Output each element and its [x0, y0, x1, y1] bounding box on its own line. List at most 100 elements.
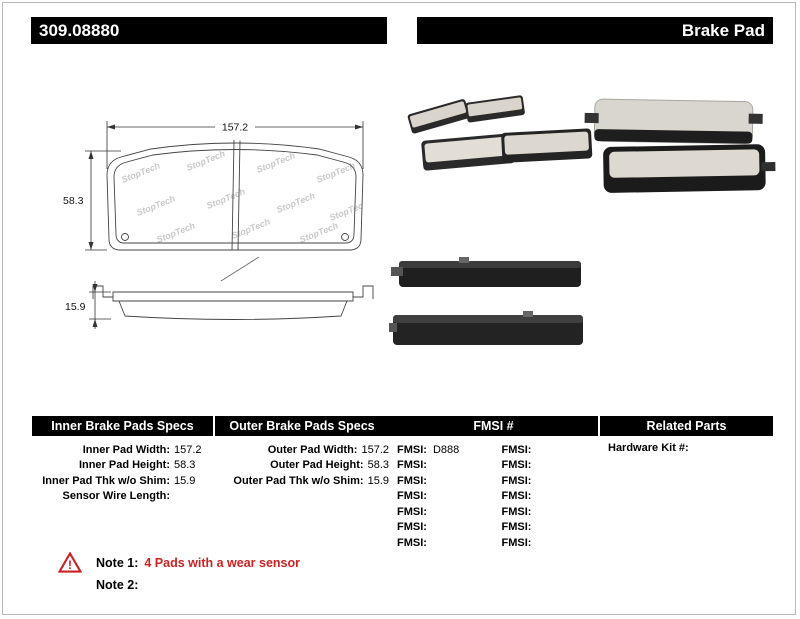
- fmsi-label: FMSI:: [501, 536, 532, 549]
- spec-label: Sensor Wire Length:: [62, 490, 170, 503]
- inner-specs-header: Inner Brake Pads Specs: [32, 416, 213, 436]
- fmsi-label: FMSI:: [501, 459, 532, 472]
- watermark-text: StopTech: [185, 148, 227, 173]
- fmsi-cell: FMSI:: [494, 459, 599, 471]
- fmsi-value: [531, 506, 537, 518]
- note-2-label: Note 2:: [96, 577, 139, 592]
- fmsi-value: [531, 475, 537, 487]
- pad-photo: [603, 144, 776, 193]
- thickness-dimension-label: 15.9: [65, 301, 86, 313]
- spec-row: Outer Pad Height: 58.3: [215, 458, 389, 474]
- watermark-text: StopTech: [315, 160, 357, 185]
- watermark-text: StopTech: [155, 220, 197, 245]
- fmsi-cell: FMSI:: [494, 475, 599, 487]
- fmsi-label: FMSI:: [501, 474, 532, 487]
- warning-icon: !: [58, 552, 82, 573]
- spec-label: Outer Pad Height:: [270, 459, 364, 472]
- spec-value: 157.2: [174, 443, 202, 456]
- spec-value: 58.3: [174, 459, 196, 472]
- pad-side-photo: [389, 311, 583, 345]
- fmsi-label: FMSI:: [501, 505, 532, 518]
- pad-front-view: [106, 139, 364, 282]
- product-type-title: Brake Pad: [417, 17, 773, 44]
- fmsi-header: FMSI #: [389, 416, 598, 436]
- height-dimension: [85, 150, 121, 251]
- fmsi-label: FMSI:: [397, 536, 427, 549]
- fmsi-value: [427, 506, 433, 518]
- fmsi-value: [531, 521, 537, 533]
- thickness-dimension: [89, 281, 111, 329]
- related-parts-header: Related Parts: [600, 416, 773, 436]
- related-value: [689, 442, 693, 454]
- notes-section: ! Note 1: 4 Pads with a wear sensor Note…: [58, 552, 300, 596]
- watermark-text: StopTech: [255, 150, 297, 175]
- fmsi-cell: FMSI:: [494, 490, 599, 502]
- technical-drawing: StopTech StopTech StopTech StopTech Stop…: [63, 121, 374, 329]
- spec-label: Inner Pad Width:: [82, 443, 170, 456]
- fmsi-cell: FMSI:: [494, 537, 599, 549]
- related-parts-column: Related Parts Hardware Kit #:: [600, 416, 773, 454]
- spec-row: Inner Pad Height: 58.3: [32, 458, 213, 474]
- photo-pad-group-stacked: [584, 98, 776, 193]
- fmsi-label: FMSI:: [501, 443, 532, 456]
- spec-label: Outer Pad Thk w/o Shim:: [233, 474, 364, 487]
- fmsi-value: [531, 490, 537, 502]
- svg-text:!: !: [68, 558, 72, 572]
- fmsi-label: FMSI:: [397, 490, 427, 503]
- pad-photo: [465, 95, 525, 123]
- fmsi-cell: FMSI:: [494, 521, 599, 533]
- watermark-text: StopTech: [230, 216, 272, 241]
- spec-value: 15.9: [367, 474, 389, 487]
- note-1-text: 4 Pads with a wear sensor: [144, 555, 300, 570]
- fmsi-cell: FMSI:D888: [389, 444, 494, 456]
- fmsi-row: FMSI:D888 FMSI:: [389, 442, 598, 458]
- fmsi-value: [427, 521, 433, 533]
- fmsi-row: FMSI: FMSI:: [389, 489, 598, 505]
- fmsi-cell: FMSI:: [389, 537, 494, 549]
- spec-row: Outer Pad Width: 157.2: [215, 442, 389, 458]
- watermark-layer: StopTech StopTech StopTech StopTech Stop…: [120, 148, 370, 245]
- fmsi-value: [427, 475, 433, 487]
- fmsi-row: FMSI: FMSI:: [389, 458, 598, 474]
- fmsi-value: [531, 537, 537, 549]
- fmsi-cell: FMSI:: [389, 506, 494, 518]
- pad-side-view: [92, 285, 374, 320]
- watermark-text: StopTech: [275, 190, 317, 215]
- fmsi-label: FMSI:: [397, 474, 427, 487]
- photo-pad-side-views: [389, 257, 583, 345]
- fmsi-label: FMSI:: [397, 443, 427, 456]
- note-2: Note 2:: [58, 574, 300, 595]
- watermark-text: StopTech: [328, 198, 370, 223]
- pad-photo: [501, 128, 593, 163]
- fmsi-value: [531, 444, 537, 456]
- watermark-text: StopTech: [120, 160, 162, 185]
- fmsi-value: [427, 537, 433, 549]
- watermark-text: StopTech: [298, 220, 340, 245]
- part-number: 309.08880: [31, 17, 387, 44]
- note-1-label: Note 1:: [96, 555, 139, 570]
- fmsi-label: FMSI:: [501, 490, 532, 503]
- photo-pad-group-angled: [407, 95, 593, 171]
- fmsi-row: FMSI: FMSI:: [389, 520, 598, 536]
- fmsi-label: FMSI:: [397, 505, 427, 518]
- note-1: ! Note 1: 4 Pads with a wear sensor: [58, 552, 300, 573]
- fmsi-label: FMSI:: [397, 459, 427, 472]
- spec-value: 58.3: [367, 459, 389, 472]
- fmsi-cell: FMSI:: [494, 444, 599, 456]
- fmsi-label: FMSI:: [397, 521, 427, 534]
- pad-side-photo: [391, 257, 581, 287]
- spec-label: Inner Pad Thk w/o Shim:: [42, 474, 170, 487]
- inner-specs-column: Inner Brake Pads Specs Inner Pad Width: …: [32, 416, 213, 504]
- fmsi-row: FMSI: FMSI:: [389, 473, 598, 489]
- outer-specs-header: Outer Brake Pads Specs: [215, 416, 389, 436]
- spec-value: 15.9: [174, 474, 196, 487]
- spec-row: Inner Pad Thk w/o Shim: 15.9: [32, 473, 213, 489]
- width-dimension-label: 157.2: [222, 122, 248, 134]
- watermark-text: StopTech: [205, 186, 247, 211]
- fmsi-label: FMSI:: [501, 521, 532, 534]
- spec-label: Inner Pad Height:: [78, 459, 170, 472]
- fmsi-cell: FMSI:: [494, 506, 599, 518]
- fmsi-column: FMSI # FMSI:D888 FMSI: FMSI: FMSI: FMSI:…: [389, 416, 598, 551]
- fmsi-cell: FMSI:: [389, 490, 494, 502]
